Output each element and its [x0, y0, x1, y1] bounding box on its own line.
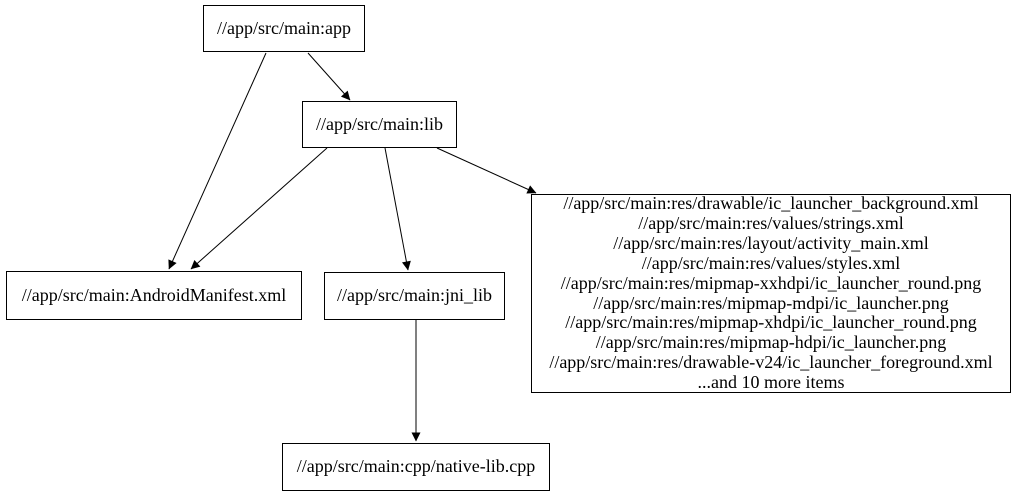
- node-app: //app/src/main:app: [203, 5, 365, 52]
- node-app-label: //app/src/main:app: [217, 17, 351, 38]
- edge-lib-to-jni-lib: [384, 147, 411, 271]
- node-android-manifest: //app/src/main:AndroidManifest.xml: [6, 271, 302, 320]
- edge-lib-to-manifest: [190, 147, 328, 270]
- node-lib-label: //app/src/main:lib: [316, 113, 443, 134]
- node-resources-group: //app/src/main:res/drawable/ic_launcher_…: [531, 193, 1011, 393]
- resource-item: //app/src/main:res/mipmap-hdpi/ic_launch…: [595, 332, 947, 353]
- resource-item: //app/src/main:res/values/styles.xml: [641, 252, 901, 273]
- node-jni-lib: //app/src/main:jni_lib: [324, 272, 505, 320]
- edge-app-to-lib: [307, 52, 351, 101]
- node-jni-lib-label: //app/src/main:jni_lib: [337, 285, 492, 306]
- resource-item: //app/src/main:res/mipmap-mdpi/ic_launch…: [593, 292, 949, 313]
- edge-lib-to-resources: [436, 147, 537, 194]
- resource-item: //app/src/main:res/mipmap-xhdpi/ic_launc…: [565, 312, 977, 333]
- resource-item: //app/src/main:res/mipmap-xxhdpi/ic_laun…: [560, 272, 982, 293]
- node-lib: //app/src/main:lib: [302, 101, 457, 148]
- node-native-lib-cpp-label: //app/src/main:cpp/native-lib.cpp: [296, 456, 536, 477]
- edge-app-to-manifest: [168, 52, 267, 270]
- resource-more-items: ...and 10 more items: [697, 372, 845, 393]
- resource-item: //app/src/main:res/drawable-v24/ic_launc…: [549, 352, 993, 373]
- node-native-lib-cpp: //app/src/main:cpp/native-lib.cpp: [282, 443, 550, 491]
- resource-item: //app/src/main:res/drawable/ic_launcher_…: [563, 193, 979, 214]
- resource-item: //app/src/main:res/values/strings.xml: [638, 212, 904, 233]
- node-android-manifest-label: //app/src/main:AndroidManifest.xml: [21, 284, 287, 305]
- resource-item: //app/src/main:res/layout/activity_main.…: [613, 232, 929, 253]
